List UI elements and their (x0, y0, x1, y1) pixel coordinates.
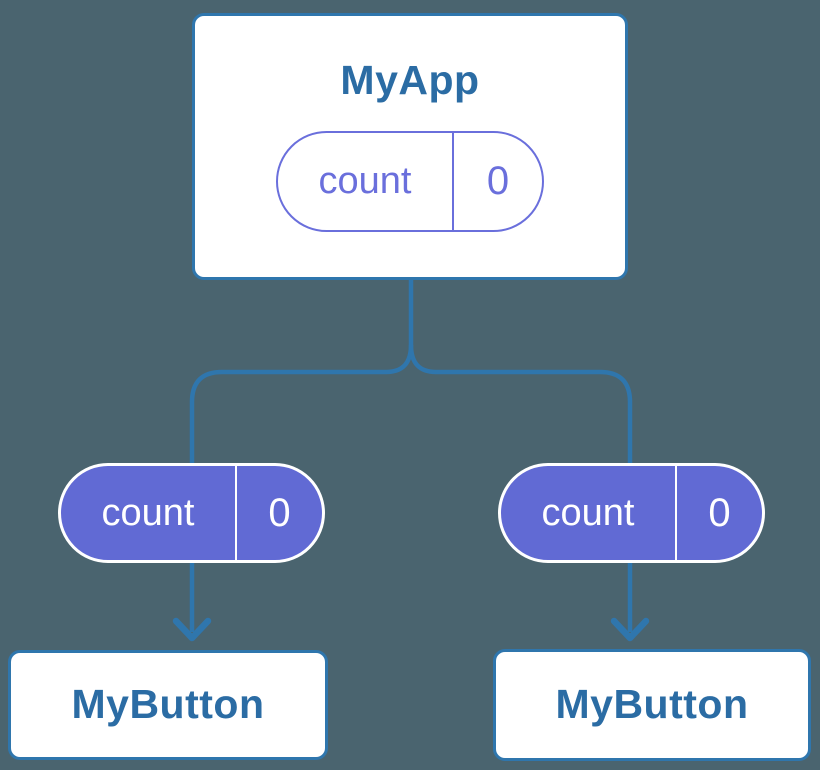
child-component-title: MyButton (71, 681, 265, 728)
prop-pill-left: count 0 (58, 463, 325, 563)
arrowhead-down-left-icon (172, 617, 212, 642)
pill-divider (675, 466, 677, 560)
prop-value: 0 (708, 490, 731, 535)
root-component-title: MyApp (340, 57, 480, 103)
connector-branch-left (189, 344, 414, 632)
child-component-title: MyButton (555, 681, 749, 728)
prop-name: count (101, 491, 195, 534)
myapp-card: MyApp count 0 (192, 13, 628, 280)
prop-name: count (541, 491, 635, 534)
arrowhead-down-right-icon (610, 617, 650, 642)
state-name: count (318, 160, 412, 203)
pill-divider (235, 466, 237, 560)
state-pill: count 0 (276, 131, 544, 233)
connector-branch-right (408, 344, 633, 632)
pill-divider (452, 133, 454, 231)
prop-pill-right: count 0 (498, 463, 765, 563)
state-value: 0 (486, 159, 510, 204)
prop-value: 0 (268, 490, 291, 535)
mybutton-card-left: MyButton (8, 650, 328, 760)
mybutton-card-right: MyButton (493, 649, 811, 761)
